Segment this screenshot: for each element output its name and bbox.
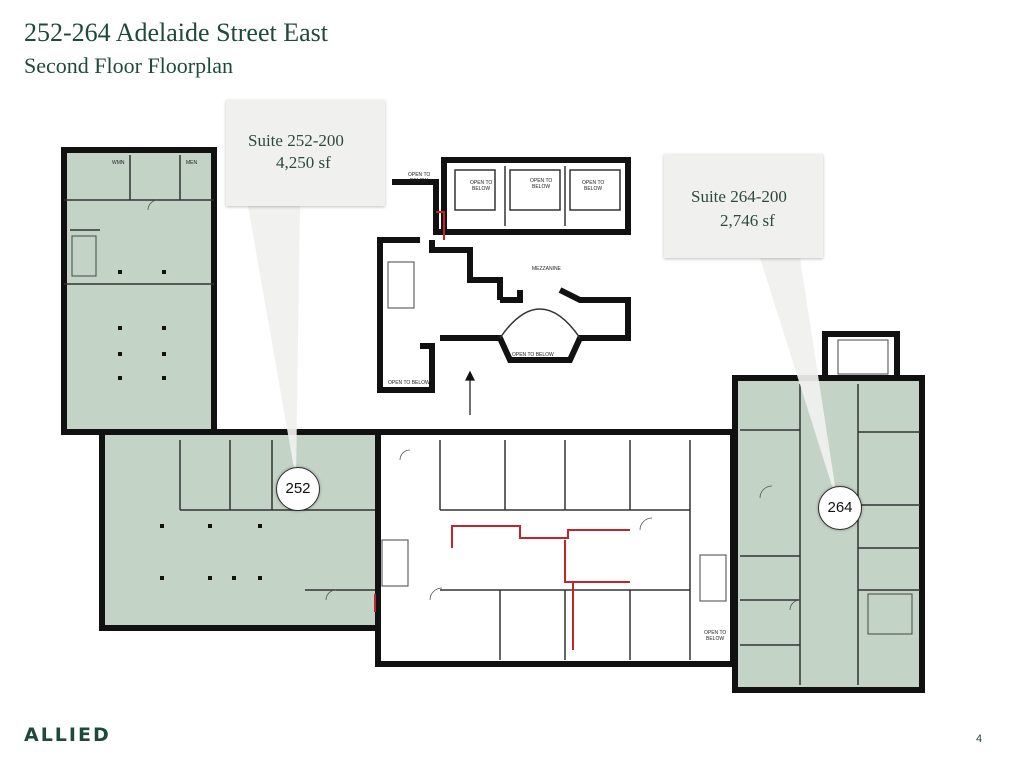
label-below-mezz-a: BELOW — [410, 178, 428, 184]
suite-252-area: 4,250 sf — [276, 153, 331, 172]
suite-264-callout: Suite 264-200 2,746 sf — [664, 154, 823, 258]
suite-252-upper-room — [64, 150, 214, 432]
label-mezzanine: MEZZANINE — [532, 266, 562, 272]
wall-stair-264-top — [822, 331, 900, 381]
page-subtitle: Second Floor Floorplan — [24, 53, 233, 78]
suite-264-name: Suite 264-200 — [691, 187, 787, 206]
label-below-mezz-c: BELOW — [532, 184, 550, 190]
structural-columns — [118, 270, 262, 580]
label-open-to-below-1: OPEN TO BELOW — [388, 380, 430, 386]
suite-264-room — [737, 378, 922, 690]
label-men: MEN — [186, 160, 198, 166]
label-below-mezz-d: BELOW — [584, 186, 602, 192]
label-open-to-mezz-a: OPEN TO — [408, 172, 430, 178]
allied-logo: ALLIED — [24, 724, 111, 746]
suite-264-area: 2,746 sf — [720, 211, 775, 230]
label-open-to-mezz-b: OPEN TO — [470, 180, 492, 186]
suite-252-callout: Suite 252-200 4,250 sf — [226, 100, 385, 206]
label-open-to-mezz-c: OPEN TO — [530, 178, 552, 184]
page-title: 252-264 Adelaide Street East — [24, 18, 328, 47]
label-wmn: WMN — [112, 160, 125, 166]
label-below-east: BELOW — [706, 636, 724, 642]
wall-mezzanine-right — [441, 157, 631, 235]
suite-252-marker[interactable]: 252 — [276, 467, 320, 511]
suite-264-marker[interactable]: 264 — [818, 486, 862, 530]
label-below-mezz-b: BELOW — [472, 186, 490, 192]
label-open-to-below-2: OPEN TO BELOW — [512, 352, 554, 358]
up-arrow-icon — [465, 370, 475, 415]
stair-mezzanine — [387, 261, 415, 309]
label-open-to-east: OPEN TO — [704, 630, 726, 636]
highlight-lines — [374, 211, 630, 650]
stair-264-top — [837, 339, 889, 375]
stair-252 — [71, 235, 97, 277]
stairs — [71, 235, 913, 635]
stair-east — [699, 554, 727, 602]
wall-mezzanine-left — [377, 179, 631, 393]
wall-block-central — [375, 429, 736, 667]
suite-252-lower-room — [102, 432, 378, 628]
building-walls — [61, 147, 925, 693]
stair-264-bottom — [867, 593, 913, 635]
stair-central — [381, 539, 409, 587]
suite-252-name: Suite 252-200 — [248, 131, 344, 150]
suite-252-area — [64, 150, 378, 628]
suite-264-area — [737, 378, 922, 690]
label-open-to-mezz-d: OPEN TO — [582, 180, 604, 186]
page-number: 4 — [976, 733, 983, 745]
